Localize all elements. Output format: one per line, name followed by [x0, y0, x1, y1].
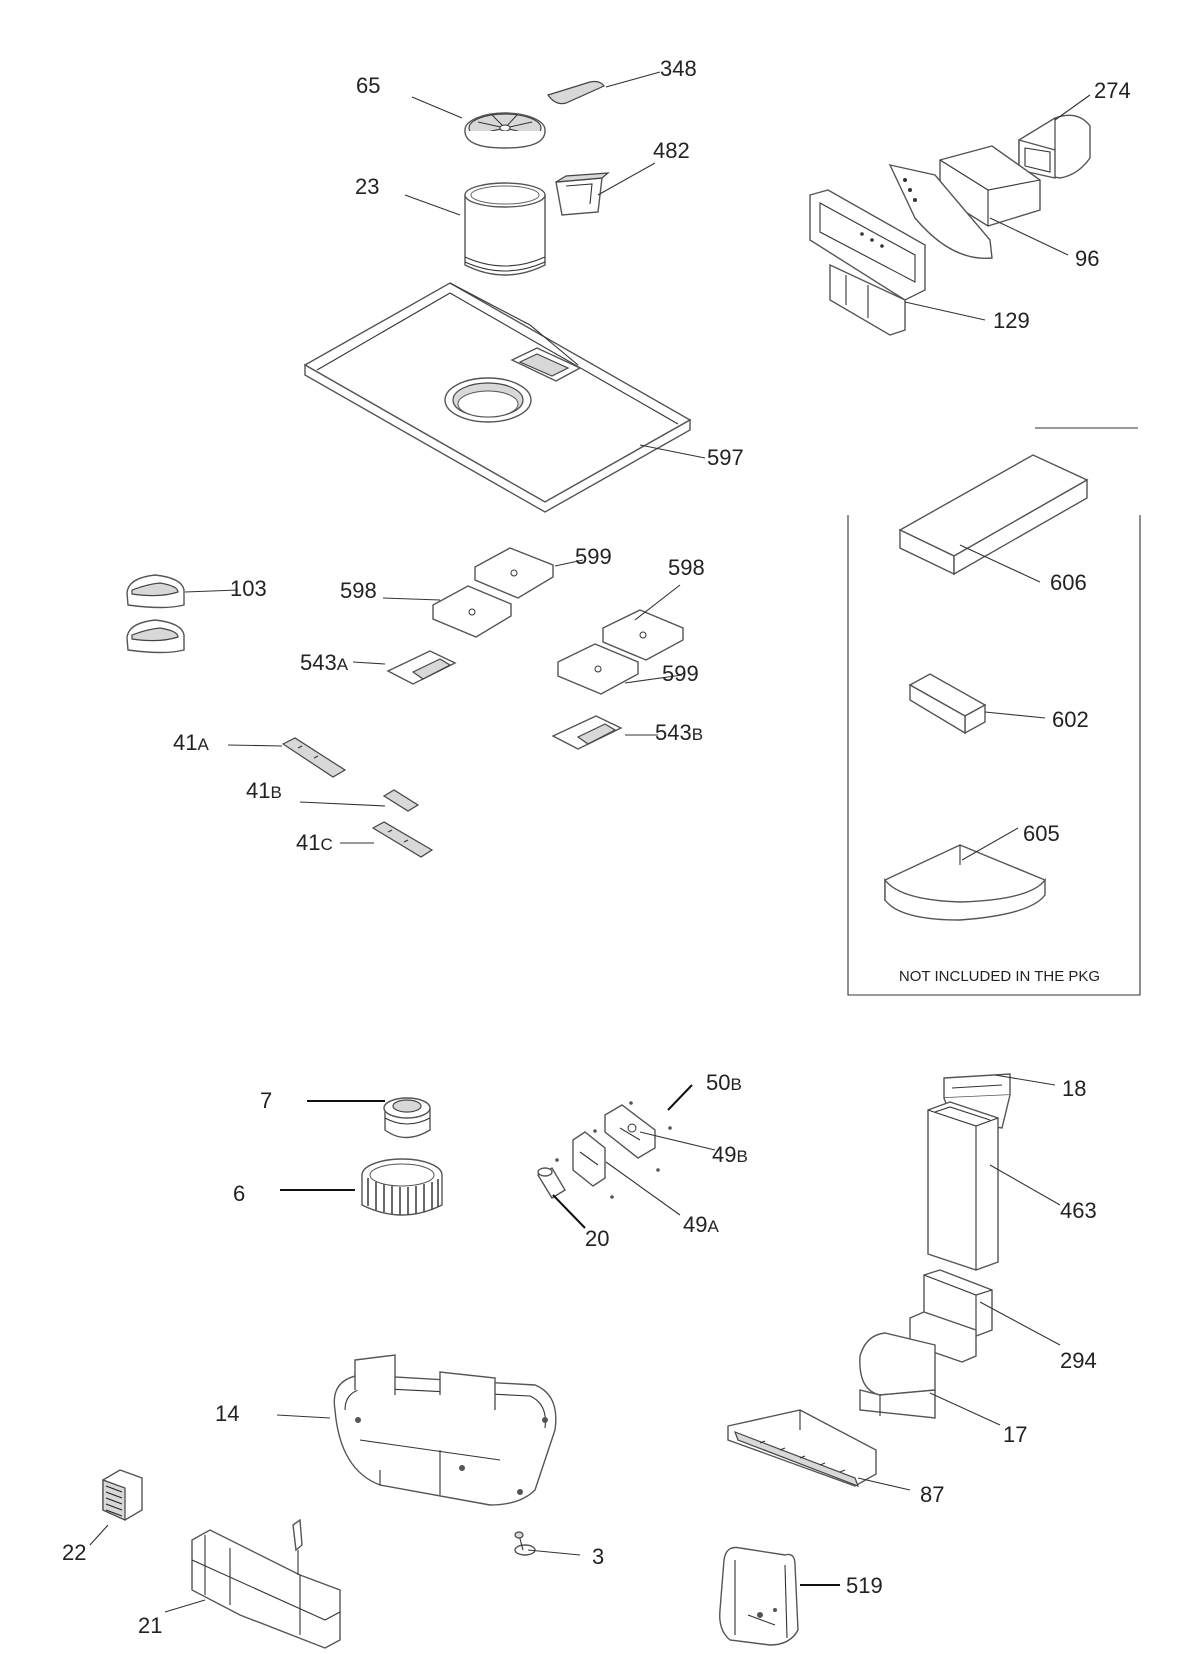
part-605-duct-bend: [884, 844, 1047, 921]
part-41C-circuit-board: [371, 821, 434, 858]
part-22-grease-filter: [102, 1469, 143, 1521]
label-3: 3: [592, 1544, 605, 1569]
part-103-hob-control-knob: [126, 574, 185, 654]
part-14-blower-housing: [333, 1354, 557, 1506]
part-41B-circuit-board: [382, 789, 420, 812]
label-49A: 49A: [683, 1212, 719, 1237]
part-49A-power-board: [572, 1131, 606, 1187]
label-41B: 41B: [246, 778, 282, 803]
label-49B: 49B: [712, 1142, 748, 1167]
part-65-charcoal-filter: [464, 112, 546, 149]
label-41A: 41A: [173, 730, 209, 755]
label-65: 65: [356, 73, 381, 98]
label-543A: 543A: [300, 650, 349, 675]
label-22: 22: [62, 1540, 87, 1565]
label-274: 274: [1094, 78, 1131, 103]
label-598-right: 598: [668, 555, 705, 580]
label-129: 129: [993, 308, 1030, 333]
part-274-duct-elbow: [1018, 114, 1091, 179]
label-605: 605: [1023, 821, 1060, 846]
label-103: 103: [230, 576, 267, 601]
part-6-fan-wheel: [361, 1158, 443, 1216]
part-348-filter-cover-flap: [547, 80, 605, 105]
part-96-duct-adapter: [888, 145, 1041, 260]
part-49B-power-board: [604, 1104, 656, 1159]
not-included-box: [847, 427, 1141, 996]
part-519-spare-parts-bag: [719, 1546, 799, 1646]
label-482: 482: [653, 138, 690, 163]
label-606: 606: [1050, 570, 1087, 595]
part-463-vertical-duct: [927, 1101, 999, 1271]
label-463: 463: [1060, 1198, 1097, 1223]
part-543B-control-board: [551, 715, 623, 750]
label-6: 6: [233, 1181, 246, 1206]
label-599-right: 599: [662, 661, 699, 686]
part-23-cylindrical-filter-housing: [464, 182, 546, 276]
part-41A-circuit-board: [281, 737, 347, 778]
label-7: 7: [260, 1088, 273, 1113]
label-23: 23: [355, 174, 380, 199]
part-598-induction-coil-right: [602, 609, 684, 661]
part-599-induction-coil-right: [557, 643, 639, 695]
part-7-motor: [383, 1097, 431, 1139]
part-21-support-frame: [191, 1518, 341, 1649]
label-87: 87: [920, 1482, 945, 1507]
part-20-capacitor: [537, 1167, 566, 1199]
label-348: 348: [660, 56, 697, 81]
label-519: 519: [846, 1573, 883, 1598]
label-543B: 543B: [655, 720, 704, 745]
part-598-induction-coil: [432, 585, 512, 638]
label-20: 20: [585, 1226, 610, 1251]
part-599-induction-coil: [474, 547, 554, 599]
part-3-foot-screw: [514, 1531, 536, 1556]
part-17-duct-bend: [859, 1332, 936, 1419]
label-598-left: 598: [340, 578, 377, 603]
label-18: 18: [1062, 1076, 1087, 1101]
part-606-flat-duct: [898, 454, 1089, 576]
leader-lines: [89, 71, 1091, 1613]
screws-50B: [555, 1101, 672, 1199]
label-17: 17: [1003, 1422, 1028, 1447]
label-602: 602: [1052, 707, 1089, 732]
not-included-note: NOT INCLUDED IN THE PKG: [898, 968, 1101, 985]
part-482-small-basket: [555, 172, 610, 216]
label-599-left: 599: [575, 544, 612, 569]
part-602-duct-connector: [908, 673, 987, 735]
part-597-glass-cooktop: [303, 282, 692, 513]
label-50B: 50B: [706, 1070, 742, 1095]
label-14: 14: [215, 1401, 240, 1426]
label-41C: 41C: [296, 830, 333, 855]
part-543A-control-board: [386, 650, 457, 685]
label-96: 96: [1075, 246, 1100, 271]
part-87-plinth-grille: [727, 1409, 877, 1488]
part-129-outlet-frame: [809, 189, 926, 336]
label-21: 21: [138, 1613, 163, 1638]
label-597: 597: [707, 445, 744, 470]
label-294: 294: [1060, 1348, 1097, 1373]
